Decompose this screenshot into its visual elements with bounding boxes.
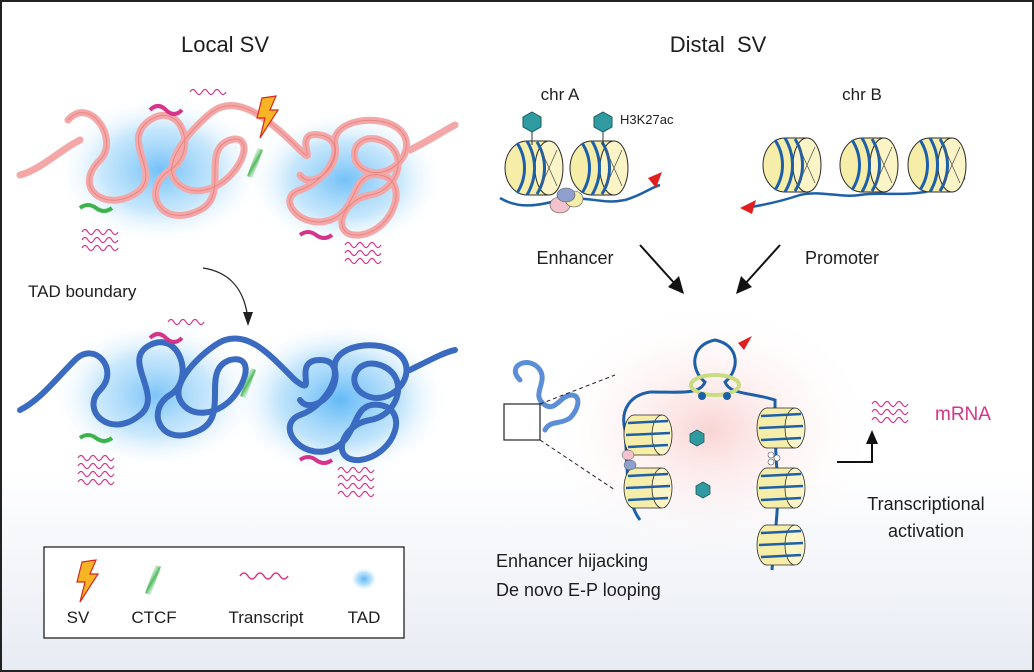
activation-line-2: activation bbox=[888, 521, 964, 541]
zoom-box bbox=[503, 403, 541, 441]
ctcf-mark-icon bbox=[145, 564, 161, 596]
h3k27ac-label: H3K27ac bbox=[620, 112, 674, 127]
ctcf-site-pink-left bbox=[78, 203, 114, 213]
activation-arrow-head bbox=[866, 430, 878, 444]
breakpoint-marker-chr-b bbox=[740, 200, 756, 214]
hijack-line-1: Enhancer hijacking bbox=[496, 551, 648, 571]
transcript-site-blue-right bbox=[298, 455, 334, 465]
breakpoint-marker-chr-a bbox=[648, 172, 662, 188]
sv-bolt-icon bbox=[256, 95, 280, 139]
ctcf-boundary-bottom bbox=[240, 367, 256, 399]
zoom-inset bbox=[503, 360, 616, 491]
legend-box bbox=[43, 546, 405, 639]
chr-b-label: chr B bbox=[842, 85, 882, 104]
transcript-site-blue-top bbox=[148, 332, 184, 344]
loop-glow bbox=[540, 300, 880, 560]
ctcf-site-blue-left bbox=[78, 433, 114, 443]
activation-line-1: Transcriptional bbox=[867, 494, 984, 514]
legend-label-tad: TAD bbox=[348, 608, 381, 627]
mrna-label: mRNA bbox=[935, 404, 991, 425]
tad-boundary-label: TAD boundary bbox=[28, 282, 137, 301]
legend: SV CTCF Transcript TAD bbox=[43, 546, 405, 639]
activation-arrow bbox=[837, 440, 873, 463]
wavy-transcript-icon bbox=[239, 572, 289, 580]
chr-b-nucleosomes bbox=[740, 136, 968, 214]
distal-sv-title: Distal SV bbox=[670, 32, 767, 57]
lightning-bolt-icon bbox=[76, 559, 100, 603]
promoter-arrow bbox=[743, 244, 781, 286]
legend-label-ctcf: CTCF bbox=[131, 608, 176, 627]
legend-label-sv: SV bbox=[67, 608, 90, 627]
tad-glow-right-bottom bbox=[230, 320, 450, 480]
ctcf-boundary-top bbox=[247, 147, 263, 179]
transcript-site-pink-right bbox=[298, 230, 334, 240]
promoter-arrow-head bbox=[736, 276, 752, 294]
ep-loop bbox=[621, 336, 807, 571]
enhancer-arrow bbox=[639, 244, 677, 286]
enhancer-label: Enhancer bbox=[536, 248, 613, 268]
local-sv-title: Local SV bbox=[181, 32, 269, 57]
blue-glow-icon bbox=[350, 567, 378, 591]
transcript-site-pink-top bbox=[148, 104, 184, 116]
promoter-label: Promoter bbox=[805, 248, 879, 268]
chr-a-nucleosomes bbox=[499, 111, 662, 214]
chr-a-label: chr A bbox=[541, 85, 580, 104]
blue-chromatin-tads bbox=[17, 320, 458, 480]
curved-arrow-head bbox=[243, 312, 253, 326]
hijack-line-2: De novo E-P looping bbox=[496, 580, 661, 600]
enhancer-arrow-head bbox=[668, 276, 684, 294]
pink-chromatin-tads bbox=[16, 95, 459, 250]
legend-label-transcript: Transcript bbox=[229, 608, 304, 627]
